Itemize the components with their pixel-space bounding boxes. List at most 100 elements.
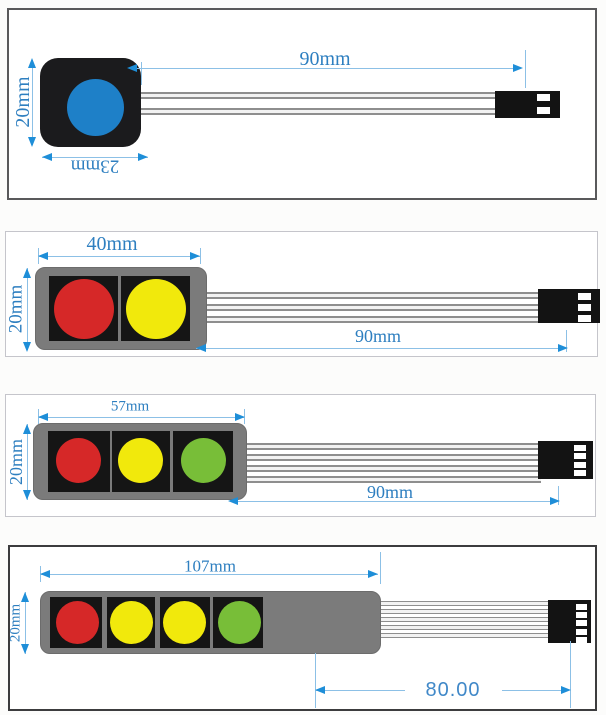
arrowhead-down — [23, 490, 31, 500]
keypad-button-red — [56, 601, 99, 644]
arrowhead-right — [558, 344, 568, 352]
wire — [141, 108, 497, 115]
cable-dim-line — [196, 348, 563, 349]
connector-5pin — [548, 600, 591, 643]
wire — [207, 292, 541, 299]
extension-tick — [558, 486, 559, 505]
keypad-button-green — [218, 601, 261, 644]
wire — [381, 601, 550, 606]
keypad-button-yellow — [118, 438, 163, 483]
connector-2pin — [495, 91, 560, 118]
panel-1-key: 20mm 23mm 90mm — [7, 8, 597, 200]
height-dim-label: 20mm — [5, 284, 27, 334]
keypad-button-yellow — [126, 279, 186, 339]
connector-pin — [576, 604, 587, 610]
extension-tick — [380, 552, 381, 584]
connector-pin — [537, 94, 550, 101]
wire — [381, 633, 550, 638]
width-dim-line — [38, 256, 200, 257]
width-dim-label: 23mm — [70, 155, 120, 177]
cable-dim-line — [502, 690, 568, 691]
cable-dim-label: 80.00 — [425, 679, 481, 701]
panel-2-key: 40mm 20mm 90mm — [5, 231, 600, 357]
connector-pin — [576, 612, 587, 618]
width-dim-label: 40mm — [86, 233, 138, 255]
connector-pin — [574, 453, 586, 459]
arrowhead-left — [38, 413, 48, 421]
connector-pin — [574, 445, 586, 451]
connector-pin — [576, 629, 587, 635]
arrowhead-left — [196, 344, 206, 352]
width-dim-label: 57mm — [110, 398, 150, 415]
connector-pin — [576, 637, 587, 643]
connector-pin — [537, 107, 550, 114]
wire — [247, 454, 541, 461]
width-dim-line — [42, 157, 148, 158]
arrowhead-left — [228, 497, 238, 505]
cable-dim-line — [316, 690, 405, 691]
wire — [381, 609, 550, 614]
width-dim-line — [40, 574, 378, 575]
extension-line — [315, 653, 316, 708]
arrowhead-down — [28, 137, 36, 147]
cable-dim-line — [134, 68, 520, 69]
height-dim-label: 20mm — [12, 76, 34, 128]
wire — [141, 92, 497, 99]
arrowhead-up — [21, 592, 29, 602]
arrowhead-right — [235, 413, 245, 421]
panel-3-key: 57mm 20mm 90mm — [5, 394, 596, 517]
arrowhead-left — [127, 64, 137, 72]
arrowhead-right — [138, 153, 148, 161]
arrowhead-up — [23, 268, 31, 278]
keypad-button-blue — [67, 79, 124, 136]
connector-pin — [578, 293, 591, 300]
wire — [247, 465, 541, 472]
arrowhead-right — [561, 686, 571, 694]
arrowhead-left — [40, 570, 50, 578]
connector-pin — [574, 462, 586, 468]
height-dim-line — [32, 60, 33, 145]
width-dim-line — [38, 417, 245, 418]
cable-dim-label: 90mm — [366, 482, 414, 502]
arrowhead-down — [21, 644, 29, 654]
extension-tick — [141, 62, 142, 85]
wire — [247, 476, 541, 483]
connector-pin — [576, 620, 587, 626]
arrowhead-left — [315, 686, 325, 694]
cable-dim-label: 90mm — [299, 48, 351, 70]
arrowhead-right — [190, 252, 200, 260]
wire — [381, 625, 550, 630]
wire — [207, 316, 541, 323]
width-dim-label: 107mm — [184, 556, 236, 576]
arrowhead-down — [23, 342, 31, 352]
keypad-button-yellow — [110, 601, 153, 644]
cable-dim-label: 90mm — [354, 326, 402, 346]
height-dim-label: 20mm — [6, 438, 26, 486]
connector-4pin — [538, 441, 593, 479]
keypad-button-yellow — [163, 601, 206, 644]
height-dim-line — [27, 424, 28, 500]
arrowhead-right — [368, 570, 378, 578]
extension-tick — [525, 50, 526, 88]
extension-tick — [566, 330, 567, 352]
connector-pin — [578, 315, 591, 322]
height-dim-line — [27, 268, 28, 350]
arrowhead-left — [42, 153, 52, 161]
extension-line — [570, 641, 571, 708]
wire — [381, 617, 550, 622]
arrowhead-right — [550, 497, 560, 505]
keypad-button-green — [181, 438, 226, 483]
keypad-button-red — [56, 438, 101, 483]
height-dim-line — [25, 592, 26, 654]
keypad-button-red — [54, 279, 114, 339]
extension-tick — [200, 248, 201, 264]
wire — [247, 443, 541, 450]
arrowhead-right — [513, 64, 523, 72]
height-dim-label: 20mm — [7, 603, 24, 643]
connector-pin — [574, 470, 586, 476]
connector-3pin — [538, 289, 600, 323]
arrowhead-up — [28, 58, 36, 68]
panel-4-key: 107mm 20mm — [8, 545, 597, 711]
connector-pin — [578, 304, 591, 311]
